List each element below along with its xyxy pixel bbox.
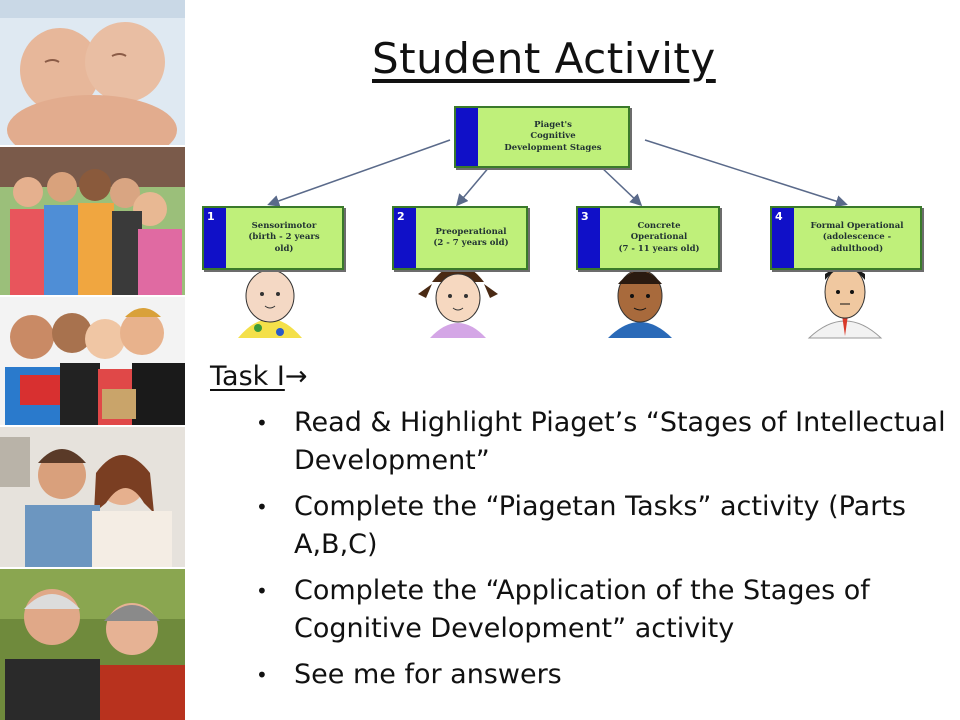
list-item-text: See me for answers bbox=[294, 659, 562, 690]
photo-newborn-twins bbox=[0, 0, 185, 145]
boy-figure bbox=[608, 269, 672, 338]
girl-figure bbox=[418, 265, 498, 338]
root-stage-label: Piaget's Cognitive Development Stages bbox=[504, 120, 602, 153]
root-stage-box: Piaget's Cognitive Development Stages bbox=[454, 106, 630, 168]
photo-elderly-couple bbox=[0, 569, 185, 720]
bullet-icon: • bbox=[256, 579, 268, 603]
photo-kids-group bbox=[0, 147, 185, 295]
list-item-text: Read & Highlight Piaget’s “Stages of Int… bbox=[294, 407, 946, 476]
root-tab bbox=[456, 108, 478, 166]
bullet-icon: • bbox=[256, 495, 268, 519]
stage-box-preoperational: 2 Preoperational (2 - 7 years old) bbox=[392, 206, 528, 270]
list-item-text: Complete the “Piagetan Tasks” activity (… bbox=[294, 491, 906, 560]
diagram-connectors bbox=[238, 139, 883, 339]
piaget-stages-diagram: Piaget's Cognitive Development Stages 1 … bbox=[200, 98, 925, 348]
connector-3 bbox=[599, 165, 643, 207]
baby-figure bbox=[238, 269, 302, 338]
right-arrow-icon: → bbox=[284, 361, 308, 392]
photo-teens-group bbox=[0, 297, 185, 425]
slide-title: Student Activity bbox=[372, 34, 716, 83]
stage-label: Concrete Operational (7 - 11 years old) bbox=[618, 221, 700, 254]
bullet-icon: • bbox=[256, 663, 268, 687]
stage-box-sensorimotor: 1 Sensorimotor (birth - 2 years old) bbox=[202, 206, 344, 270]
task-heading-text: Task I bbox=[210, 361, 285, 392]
stage-label: Sensorimotor (birth - 2 years old) bbox=[248, 221, 320, 254]
task-bullet-list: • Read & Highlight Piaget’s “Stages of In… bbox=[256, 404, 946, 702]
list-item: • See me for answers bbox=[256, 656, 946, 694]
photo-adult-couple bbox=[0, 427, 185, 567]
adult-figure bbox=[807, 265, 883, 339]
task-heading: Task I→ bbox=[210, 361, 307, 392]
stage-number: 3 bbox=[578, 208, 600, 268]
list-item-text: Complete the “Application of the Stages … bbox=[294, 575, 870, 644]
stage-number: 1 bbox=[204, 208, 226, 268]
stage-label: Formal Operational (adolescence - adulth… bbox=[810, 221, 904, 254]
bullet-icon: • bbox=[256, 411, 268, 435]
stage-number: 4 bbox=[772, 208, 794, 268]
connector-2 bbox=[456, 165, 491, 207]
stage-box-formal-operational: 4 Formal Operational (adolescence - adul… bbox=[770, 206, 922, 270]
stage-label: Preoperational (2 - 7 years old) bbox=[433, 226, 509, 248]
list-item: • Complete the “Application of the Stages… bbox=[256, 572, 946, 648]
connector-4 bbox=[644, 139, 848, 207]
stage-number: 2 bbox=[394, 208, 416, 268]
stage-box-concrete-operational: 3 Concrete Operational (7 - 11 years old… bbox=[576, 206, 720, 270]
connector-1 bbox=[267, 139, 451, 207]
list-item: • Complete the “Piagetan Tasks” activity … bbox=[256, 488, 946, 564]
photo-strip bbox=[0, 0, 185, 720]
list-item: • Read & Highlight Piaget’s “Stages of In… bbox=[256, 404, 946, 480]
